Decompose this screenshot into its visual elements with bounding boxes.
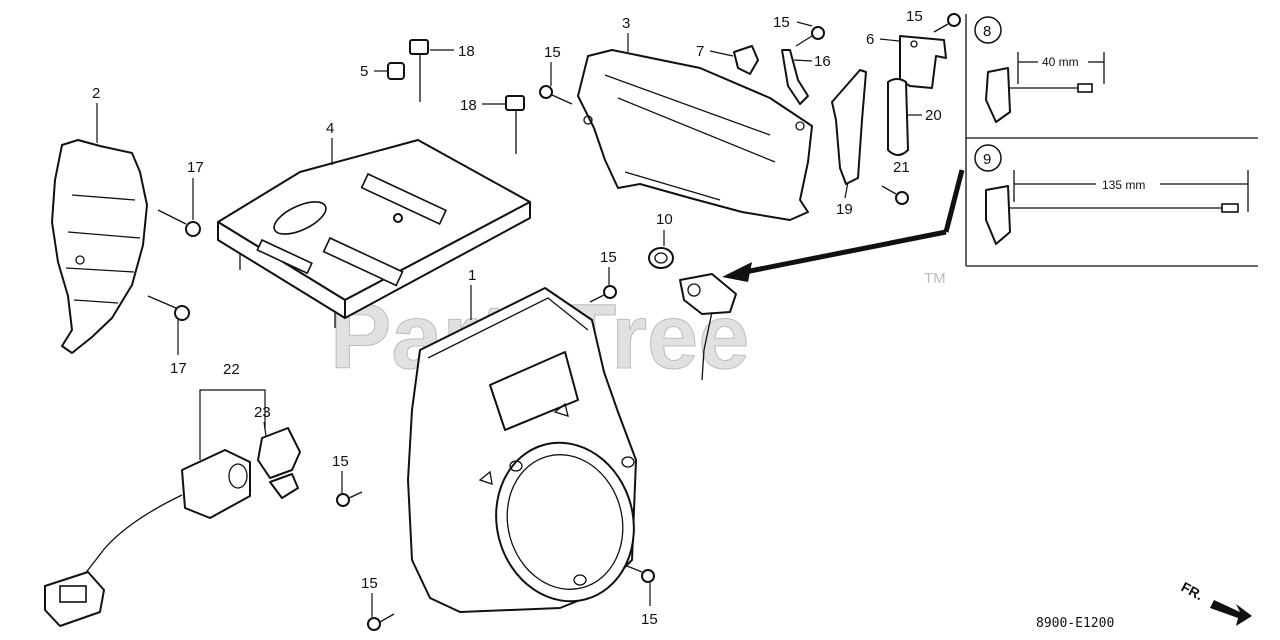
inset-8: 8 40 mm bbox=[974, 16, 1105, 123]
part-22-switch-assembly[interactable] bbox=[44, 449, 251, 627]
callout-7: 7 bbox=[696, 43, 704, 60]
part-15-screw-d[interactable] bbox=[589, 285, 617, 303]
leader-16 bbox=[793, 59, 813, 62]
callout-19: 19 bbox=[836, 201, 853, 218]
callout-5: 5 bbox=[360, 63, 368, 80]
callout-1: 1 bbox=[468, 267, 476, 284]
inset-8-dimension: 40 mm bbox=[1042, 55, 1079, 69]
part-16-bracket[interactable] bbox=[781, 49, 809, 105]
leader-23 bbox=[263, 421, 267, 437]
direction-arrow-icon bbox=[1210, 600, 1252, 626]
part-19-bracket[interactable] bbox=[831, 69, 867, 185]
inset-panel bbox=[965, 14, 1258, 267]
part-18-bolt-upper[interactable] bbox=[409, 39, 429, 102]
inset-9: 9 135 mm bbox=[974, 144, 1249, 245]
part-20-tube[interactable] bbox=[887, 78, 909, 156]
callout-15-d: 15 bbox=[600, 249, 617, 266]
inset-9-dimension: 135 mm bbox=[1102, 178, 1145, 192]
inset-9-label: 9 bbox=[983, 151, 991, 168]
callout-3: 3 bbox=[622, 15, 630, 32]
pointer-arrowhead bbox=[722, 262, 752, 282]
part-18-bolt-lower[interactable] bbox=[505, 95, 525, 154]
callout-15-b: 15 bbox=[773, 14, 790, 31]
part-15-screw-c[interactable] bbox=[933, 13, 961, 33]
diagram-code: 8900-E1200 bbox=[1036, 616, 1114, 631]
front-direction-indicator: FR. bbox=[1179, 579, 1252, 626]
callout-4: 4 bbox=[326, 120, 334, 137]
callout-2: 2 bbox=[92, 85, 100, 102]
part-15-screw-b[interactable] bbox=[795, 26, 825, 47]
callout-21: 21 bbox=[893, 159, 910, 176]
part-21-screw[interactable] bbox=[881, 185, 909, 205]
part-10-grommet[interactable] bbox=[648, 247, 674, 269]
callout-16: 16 bbox=[814, 53, 831, 70]
part-2-side-shroud[interactable] bbox=[51, 139, 148, 354]
leader-15-b bbox=[796, 21, 813, 27]
part-17-bolt-lower[interactable] bbox=[147, 295, 190, 321]
callout-15-c: 15 bbox=[906, 8, 923, 25]
part-3-cover[interactable] bbox=[577, 49, 813, 221]
part-6-clamp[interactable] bbox=[899, 35, 947, 89]
part-7-clip[interactable] bbox=[733, 45, 759, 75]
part-23-key[interactable] bbox=[257, 427, 301, 499]
watermark-trademark: TM bbox=[924, 270, 946, 287]
part-5-nut[interactable] bbox=[387, 62, 405, 80]
callout-18-lower: 18 bbox=[460, 97, 477, 114]
callout-23: 23 bbox=[254, 404, 271, 421]
part-15-screw-f[interactable] bbox=[367, 613, 395, 631]
callout-17-upper: 17 bbox=[187, 159, 204, 176]
callout-22: 22 bbox=[223, 361, 240, 378]
leader-7 bbox=[709, 50, 734, 57]
callout-15-a: 15 bbox=[544, 44, 561, 61]
inset-8-label: 8 bbox=[983, 23, 991, 40]
sensor-assembly[interactable] bbox=[679, 273, 737, 381]
part-17-bolt-upper[interactable] bbox=[157, 209, 201, 237]
part-15-screw-e[interactable] bbox=[336, 491, 363, 507]
callout-17-lower: 17 bbox=[170, 360, 187, 377]
part-15-screw-a[interactable] bbox=[539, 85, 573, 105]
leader-19 bbox=[844, 181, 849, 199]
leader-6 bbox=[879, 38, 900, 42]
callout-20: 20 bbox=[925, 107, 942, 124]
direction-label: FR. bbox=[1179, 579, 1206, 604]
callout-10: 10 bbox=[656, 211, 673, 228]
callout-15-f: 15 bbox=[361, 575, 378, 592]
callout-18-upper: 18 bbox=[458, 43, 475, 60]
part-1-fan-cover[interactable] bbox=[407, 287, 651, 617]
pointer-line-a bbox=[943, 169, 965, 233]
callout-15-g: 15 bbox=[641, 611, 658, 628]
leader-22 bbox=[199, 389, 266, 460]
callout-15-e: 15 bbox=[332, 453, 349, 470]
part-15-screw-g[interactable] bbox=[626, 565, 655, 583]
pointer-line-b bbox=[744, 229, 947, 275]
callout-6: 6 bbox=[866, 31, 874, 48]
part-4-top-plate[interactable] bbox=[217, 139, 531, 328]
